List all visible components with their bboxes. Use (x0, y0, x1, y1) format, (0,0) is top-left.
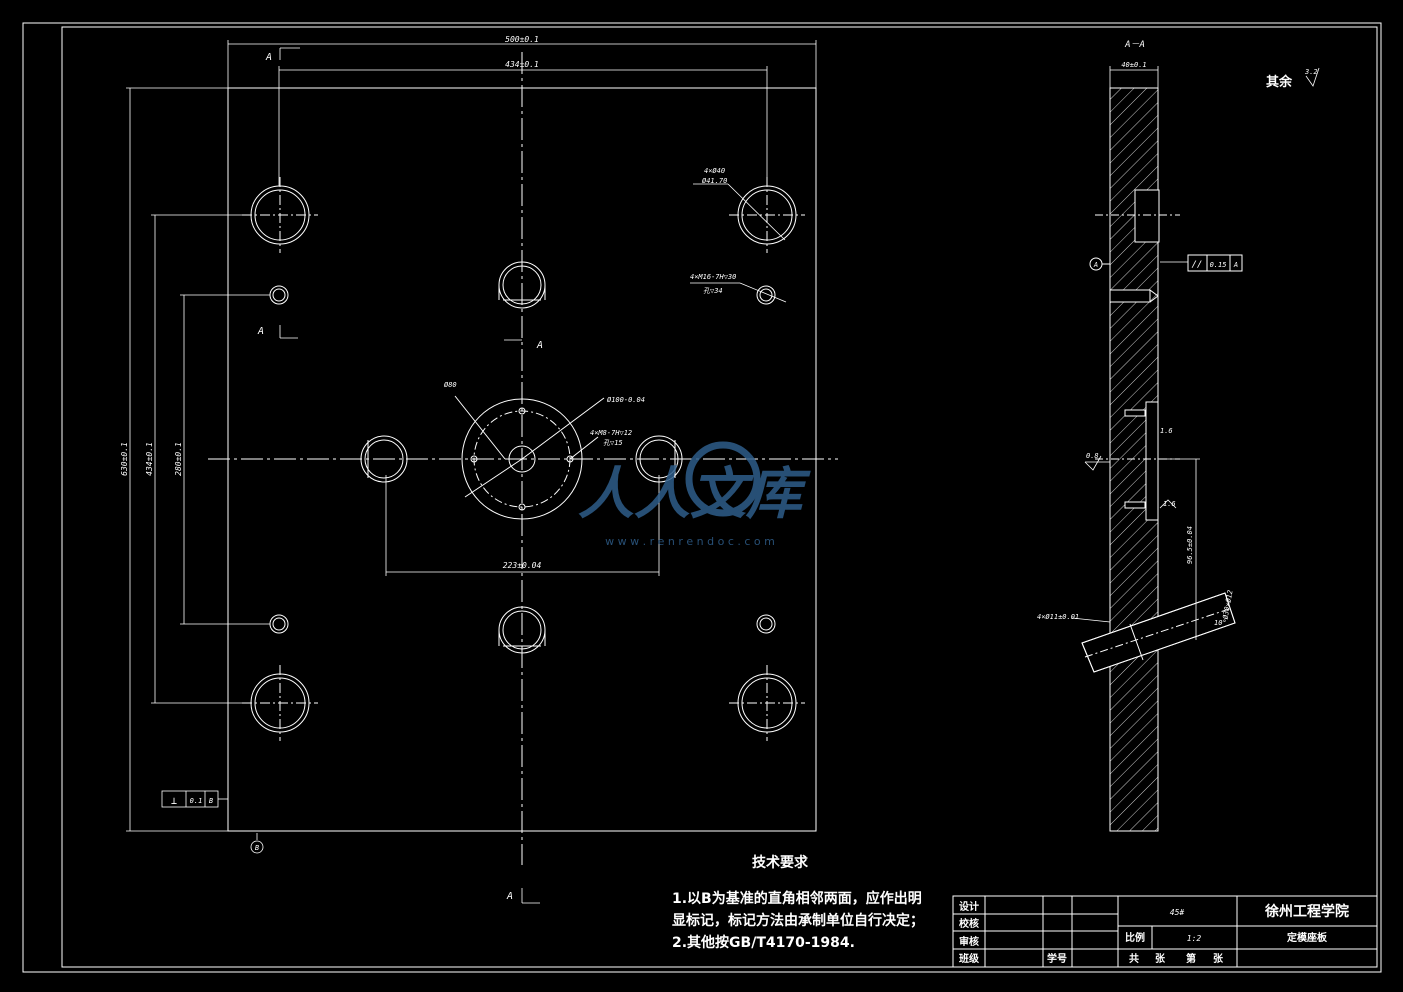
parallel-symbol: // (1192, 260, 1203, 270)
datum-b-label: B (255, 844, 259, 852)
dim-guide-spacing-y: 434±0.1 (145, 442, 154, 476)
section-label-top: A (265, 52, 272, 63)
dim-center-thread-depth: 孔▽15 (603, 439, 623, 447)
dim-overall-height: 630±0.1 (120, 442, 129, 476)
tb-sheet-index: 第 (1186, 952, 1196, 965)
section-counterbore (1134, 189, 1160, 243)
guide-hole-bl (242, 665, 318, 741)
section-label-center: A (536, 340, 543, 351)
section-label-mid: A (257, 326, 264, 337)
tb-sheet-total: 共 (1129, 952, 1139, 965)
tb-design-label: 设计 (959, 900, 979, 913)
tb-sheet-unit-2: 张 (1213, 952, 1224, 965)
section-view-text: A－A 40±0.1 // 0.15 A A 0.8 1.6 1.6 96.5±… (1037, 40, 1318, 627)
roughness-c: 1.6 (1163, 500, 1176, 508)
dim-overall-width: 500±0.1 (505, 35, 539, 44)
tolerance-symbol: ⊥ (171, 796, 177, 807)
center-bore (454, 395, 605, 520)
dim-corner-hole-1: 4×Ø40 (704, 167, 725, 175)
tech-req-title: 技术要求 (752, 854, 809, 871)
tb-scale-value: 1:2 (1187, 934, 1202, 943)
watermark: 人人文库 w w w . r e n r e n d o c . c o m (578, 441, 811, 548)
tb-class-label: 班级 (959, 952, 980, 965)
tb-student-id-label: 学号 (1047, 952, 1067, 965)
dim-corner-hole-2: Ø41.70 (702, 177, 727, 185)
title-block (952, 895, 1378, 968)
datum-a-label: A (1093, 261, 1098, 269)
dim-pin-holes: 4×Ø11±0.01 (1037, 613, 1079, 621)
front-view-text: 500±0.1 434±0.1 630±0.1 434±0.1 280±0.1 … (120, 35, 736, 902)
tb-review-label: 审核 (959, 935, 979, 948)
section-label-bottom: A (506, 891, 513, 902)
boss-top (498, 261, 546, 309)
tolerance-value: 0.1 (190, 797, 203, 805)
dim-side-thread: 4×M16-7H▽30 (690, 273, 736, 281)
guide-hole-tl (242, 177, 318, 253)
dim-guide-spacing-x: 434±0.1 (505, 60, 539, 69)
watermark-logo-text: 人人文库 (578, 462, 811, 527)
tech-req-line-3: 2.其他按GB/T4170-1984. (672, 934, 855, 951)
dim-center-thread: 4×M8-7H▽12 (590, 429, 632, 437)
section-view (1071, 66, 1320, 832)
watermark-url: w w w . r e n r e n d o c . c o m (605, 535, 775, 548)
section-title: A－A (1124, 40, 1145, 50)
title-block-text: 设计 校核 审核 班级 学号 45# 徐州工程学院 比例 1:2 定模座板 共 … (959, 900, 1349, 965)
surface-finish-label: 其余 (1266, 74, 1293, 90)
technical-requirements: 技术要求 1.以B为基准的直角相邻两面，应作出明 显标记，标记方法由承制单位自行… (672, 854, 924, 951)
guide-hole-tr (729, 177, 805, 253)
tolerance-datum: B (209, 797, 213, 805)
outer-border (22, 22, 1382, 973)
dim-thickness: 40±0.1 (1121, 61, 1146, 69)
tb-institution: 徐州工程学院 (1264, 903, 1349, 920)
dim-center-bore: Ø100-0.04 (607, 396, 645, 404)
front-view (126, 40, 838, 904)
tb-sheet-unit-1: 张 (1155, 952, 1166, 965)
parallel-value: 0.15 (1210, 261, 1227, 269)
dim-side-thread-depth: 孔▽34 (703, 287, 723, 295)
tech-req-line-2: 显标记，标记方法由承制单位自行决定； (672, 912, 924, 929)
boss-left (360, 435, 408, 483)
tb-scale-label: 比例 (1125, 931, 1145, 944)
roughness-b: 1.6 (1160, 427, 1173, 435)
parallel-datum: A (1233, 261, 1238, 269)
surface-finish-value: 3.2 (1304, 68, 1318, 76)
dimension-lines (126, 40, 817, 904)
inner-border (61, 26, 1378, 968)
dim-hole-spacing-y: 280±0.1 (174, 442, 183, 476)
dim-height: 96.5±0.04 (1186, 526, 1194, 564)
dim-center-spacing-x: 223±0.04 (503, 561, 542, 570)
boss-bottom (498, 606, 546, 654)
guide-hole-br (729, 665, 805, 741)
roughness-a: 0.8 (1086, 452, 1099, 460)
dim-angle: 10° (1214, 619, 1227, 627)
tech-req-line-1: 1.以B为基准的直角相邻两面，应作出明 (672, 890, 922, 907)
tb-part-name: 定模座板 (1287, 931, 1328, 944)
tb-check-label: 校核 (959, 917, 979, 930)
tb-material: 45# (1170, 908, 1185, 917)
dim-pcd: Ø80 (444, 381, 457, 389)
